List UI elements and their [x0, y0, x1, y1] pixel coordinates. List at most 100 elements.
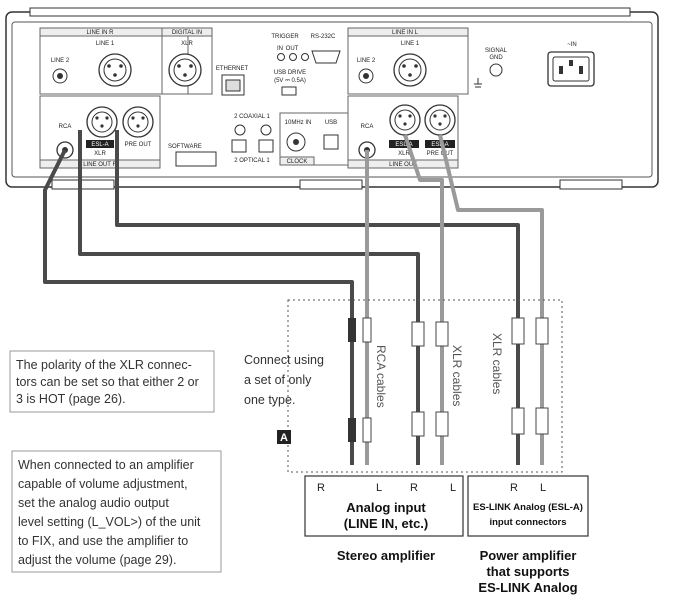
connect-note-line-1: Connect using: [244, 353, 324, 367]
rca-plug-r-top: [348, 318, 356, 342]
volume-note-line-1: When connected to an amplifier: [18, 458, 194, 472]
xlr-plug-r-top: [411, 321, 425, 347]
cable-rca-r: [43, 149, 354, 465]
polarity-note-line-3: 3 is HOT (page 26).: [16, 392, 126, 406]
volume-note-line-3: set the analog audio output: [18, 496, 169, 510]
stereo-amp-input-line-2: (LINE IN, etc.): [344, 516, 429, 531]
rca-plug-l-top: [362, 317, 372, 343]
line-in-r-label: LINE IN R: [86, 30, 114, 36]
trigger-in-jack: [277, 53, 285, 61]
trigger-out-jack: [289, 53, 297, 61]
esl-a-pre-badge: ESL-A: [431, 142, 448, 148]
xlr-cables-label-1: XLR cables: [450, 345, 464, 406]
esl-a-l-badge: ESL-A: [395, 142, 412, 148]
line2-r-jack-center: [57, 73, 63, 79]
line2-l-label: LINE 2: [357, 58, 376, 64]
power-amp-caption-3: ES-LINK Analog: [478, 580, 577, 595]
line-in-l-label: LINE IN L: [392, 30, 419, 36]
signal-gnd-label-2: GND: [489, 55, 503, 61]
stereo-amp-caption: Stereo amplifier: [337, 548, 435, 563]
digital-xlr-label: XLR: [181, 41, 193, 47]
stereo-amp-l2-label: L: [450, 482, 456, 494]
volume-note: When connected to an amplifier capable o…: [11, 450, 222, 573]
software-slot: [175, 151, 217, 167]
pre-out-l-label: PRE OUT: [427, 151, 454, 157]
esl-plug-r-top: [511, 317, 525, 345]
usb-drive-spec: (5V ⎓ 0.5A): [274, 78, 306, 84]
stereo-amp-input-line-1: Analog input: [346, 500, 426, 515]
line1-l-label: LINE 1: [401, 41, 420, 47]
pre-out-r-label: PRE OUT: [125, 142, 152, 148]
option-a-box: [287, 299, 563, 473]
coaxial-1-jack: [260, 124, 272, 136]
ground-icon: [474, 78, 482, 88]
xlr-plug-l-bottom: [435, 411, 449, 437]
xlr-plug-r-bottom: [411, 411, 425, 437]
ac-in-label: ~IN: [567, 42, 577, 48]
cable-runs: [43, 130, 544, 465]
power-amp-caption-2: that supports: [486, 564, 569, 579]
cable-xlr-r: [78, 130, 420, 465]
usb-drive-port: [281, 86, 297, 96]
volume-note-line-4: level setting (L_VOL>) of the unit: [18, 515, 201, 529]
esl-plug-l-top: [535, 317, 549, 345]
optical-label: 2 OPTICAL 1: [234, 158, 270, 164]
ethernet-label: ETHERNET: [216, 66, 249, 72]
marker-a-badge: [277, 430, 291, 444]
volume-note-line-5: to FIX, and use the amplifier to: [18, 534, 188, 548]
stereo-amp-l-label: L: [376, 482, 382, 494]
usb-drive-label: USB DRIVE: [274, 70, 306, 76]
polarity-note: The polarity of the XLR connec- tors can…: [9, 350, 215, 413]
usb-label: USB: [325, 120, 337, 126]
rs232c-label: RS-232C: [311, 34, 336, 40]
optical-1-port: [258, 139, 274, 153]
xlr-out-r-jack: [86, 106, 118, 138]
rca-plug-r-bottom: [348, 418, 356, 442]
rca-r-label: RCA: [59, 124, 72, 130]
power-amp-input-line-2: input connectors: [489, 517, 566, 528]
signal-gnd-terminal: [489, 63, 503, 77]
xlr-plug-l-top: [435, 321, 449, 347]
coaxial-2-jack: [234, 124, 246, 136]
power-amp-caption-1: Power amplifier: [480, 548, 577, 563]
rca-l-label: RCA: [361, 124, 374, 130]
coaxial-label: 2 COAXIAL 1: [234, 114, 270, 120]
line1-r-label: LINE 1: [96, 41, 115, 47]
device-rear-panel: LINE IN R LINE 1 LINE 2 DIGITAL IN XLR E…: [5, 7, 659, 190]
line-out-r-label: LINE OUT R: [83, 162, 117, 168]
stereo-amp-r2-label: R: [410, 482, 418, 494]
esl-plug-r-bottom: [511, 407, 525, 435]
polarity-note-line-1: The polarity of the XLR connec-: [16, 358, 192, 372]
power-amp-input-line-1: ES-LINK Analog (ESL-A): [473, 502, 583, 513]
rs232c-port: [311, 50, 341, 64]
esl-a-r-badge: ESL-A: [91, 142, 108, 148]
xlr-l-label: XLR: [398, 151, 410, 157]
trigger-label: TRIGGER: [271, 34, 299, 40]
xlr-cables-label-2: XLR cables: [490, 333, 504, 394]
trigger-out-label: OUT: [286, 46, 299, 52]
volume-note-line-6: adjust the volume (page 29).: [18, 553, 176, 567]
esl-plug-l-bottom: [535, 407, 549, 435]
usb-port: [323, 134, 339, 150]
power-amp-l-label: L: [540, 482, 546, 494]
ac-inlet: [547, 51, 595, 87]
connect-note-line-2: a set of only: [244, 373, 312, 387]
line-out-l-label: LINE OUT: [389, 162, 417, 168]
marker-a-label: A: [280, 432, 288, 444]
polarity-note-line-2: tors can be set so that either 2 or: [16, 375, 199, 389]
xlr-r-label: XLR: [94, 151, 106, 157]
volume-note-line-2: capable of volume adjustment,: [18, 477, 188, 491]
rca-plug-l-bottom: [362, 417, 372, 443]
signal-gnd-label: SIGNAL: [485, 48, 508, 54]
trigger-in-label: IN: [277, 46, 283, 52]
stereo-amp-r-label: R: [317, 482, 325, 494]
power-amp-r-label: R: [510, 482, 518, 494]
stereo-amplifier: R L R L Analog input (LINE IN, etc.) Ste…: [304, 475, 464, 563]
digital-in-label: DIGITAL IN: [172, 30, 202, 36]
software-label: SOFTWARE: [168, 144, 202, 150]
cable-esl-r: [115, 130, 520, 465]
clock-label: CLOCK: [287, 159, 308, 165]
power-amplifier: R L ES-LINK Analog (ESL-A) input connect…: [467, 475, 589, 595]
line2-r-label: LINE 2: [51, 58, 70, 64]
